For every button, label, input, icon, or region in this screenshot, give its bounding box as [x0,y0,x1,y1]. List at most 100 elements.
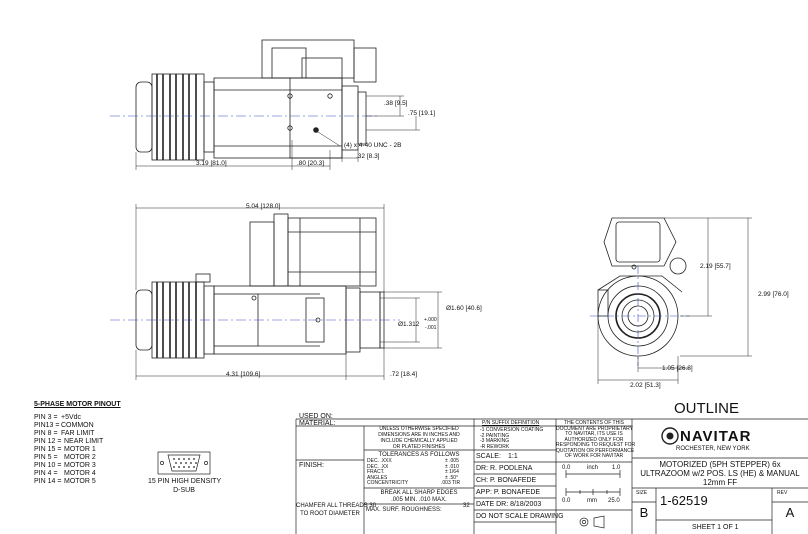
pin-signal: NEAR LIMIT [64,438,104,445]
prop-line: OF WORK FOR NAVITAR [564,453,624,459]
navitar-logo-mark [661,427,679,445]
dim-319: 3.19 [81.0] [196,160,227,167]
pin-label: PIN 3 = [34,414,58,421]
top-view [135,39,377,161]
prop-line: RESPONDING TO REQUEST FOR [556,442,636,448]
tol-value: ± .010 [445,463,459,470]
unless-line: INCLUDE CHEMICALLY APPLIED [380,438,458,444]
tol-key: FRACT. [367,469,385,475]
suffix-line: -1 CONVERSION COATING [480,427,544,433]
prop-line: AUTHORIZED ONLY FOR [564,436,624,443]
drawn-by: DR: R. PODLENA [476,465,533,472]
dim-075: .75 [19.1] [408,110,436,117]
suffix-line: -2 PAINTING [480,432,510,439]
dim-160: Ø1.60 [40.6] [446,305,482,312]
dim-038: .38 [9.5] [384,100,408,107]
chamfer-note-2: TO ROOT DIAMETER [300,511,360,517]
finish-label: FINISH: [299,462,324,469]
side-dim-lines [135,204,442,380]
drawing-number: 1-62519 [660,493,708,508]
sheet-number: SHEET 1 OF 1 [692,524,739,531]
description-line: ULTRAZOOM w/2 POS. LS (HE) & MANUAL [640,469,800,478]
ruler-inch-label: inch [587,465,599,471]
suffix-line: -3 MARKING [480,438,510,444]
unless-line: OR PLATED FINISHES [392,444,446,450]
size-value: B [639,505,649,520]
pin-signal: FAR LIMIT [61,430,95,437]
description-line: 12mm FF [702,478,738,487]
pin-signal: MOTOR 1 [64,446,96,453]
rev-label: REV [777,490,788,496]
date-drawn: DATE DR: 8/18/2003 [476,501,542,508]
pin-signal: +5Vdc [61,414,82,421]
pin-label: PIN 8 = [34,430,58,437]
dim-072: .72 [18.4] [390,371,418,378]
pin-label: PIN 4 = [34,470,58,477]
dim-1312: Ø1.312 [398,321,420,328]
tol-key: ANGLES [367,474,388,481]
connector-label-2: D-SUB [173,487,195,494]
dim-299: 2.99 [76.0] [758,291,789,298]
tol-value: .003 TIR [441,480,461,486]
pin-label: PIN 12 = [34,438,62,445]
prop-line: QUOTATION OR PERFORMANCE [556,447,635,454]
pin-signal: MOTOR 2 [64,454,96,461]
pin-label: PIN 5 = [34,454,58,461]
pin-signal: MOTOR 5 [64,478,96,485]
prop-line: TO NAVITAR, ITS USE IS [565,431,623,437]
description-line: MOTORIZED (5PH STEPPER) 6x [659,460,781,469]
tol-value: ± 1/64 [445,469,459,475]
suffix-line: -R REWORK [480,443,510,450]
tol-value: ± .005 [445,458,459,464]
ruler-mm-start: 0.0 [562,498,571,504]
prop-line: DOCUMENT ARE PROPRIETARY [556,425,633,432]
dim-219: 2.19 [55.7] [700,263,731,270]
pin-signal: MOTOR 4 [64,470,96,477]
pin-label: PIN 15 = [34,446,62,453]
dim-080: .80 [20.3] [297,160,325,167]
surf-roughness: MAX. SURF. ROUGHNESS: [366,507,442,513]
suffix-title: P/N SUFFIX DEFINITION [482,420,540,426]
break-edges-1: BREAK ALL SHARP EDGES [380,490,458,496]
tol-plus: +.000 [424,317,437,323]
dim-431: 4.31 [109.6] [226,371,261,378]
pin-label: PIN 10 = [34,462,62,469]
tol-minus: -.001 [425,325,437,331]
scale-label: SCALE: [476,453,501,460]
navitar-logo: NAVITAR [680,428,752,445]
surf-roughness-value: 32 [463,503,470,509]
pin-label: PIN13 = [34,422,60,429]
pin-signal: MOTOR 3 [64,462,96,469]
break-edges-2: .005 MIN. .010 MAX. [391,497,447,503]
pin-signal: COMMON [61,422,94,429]
pin-label: PIN 14 = [34,478,62,485]
tol-key: DEC. .XX [367,463,389,470]
unless-line: DIMENSIONS ARE IN INCHES AND [378,432,460,438]
unless-line: UNLESS OTHERWISE SPECIFIED [379,426,459,432]
tol-value: ± .50° [445,474,459,481]
size-label: SIZE [636,490,648,496]
ruler-inch-start: 0.0 [562,465,571,471]
ruler-mm-end: 25.0 [608,498,620,504]
dim-105: 1.05 [26.8] [662,365,693,372]
dsub-connector [157,451,211,475]
dim-032: .32 [8.3] [356,153,380,160]
chamfer-note-1: CHAMFER ALL THREADS 30 [296,503,377,509]
title-block-frame [295,418,808,534]
ruler-mm-label: mm [587,498,597,504]
checked-by: CH: P. BONAFEDE [476,477,537,484]
side-view [135,213,385,359]
used-on-label: USED ON: [299,413,333,420]
do-not-scale: DO NOT SCALE DRAWING [476,513,564,520]
approved-by: APP: P. BONAFEDE [476,489,541,496]
connector-label-1: 15 PIN HIGH DENSITY [148,478,222,485]
material-label: MATERIAL: [299,420,336,427]
top-dim-lines [135,95,420,170]
end-view [597,217,687,357]
dim-202: 2.02 [51.3] [630,382,661,389]
tol-key: CONCENTRICITY [367,480,409,486]
thread-callout: (4) x 4-40 UNC - 2B [344,142,402,149]
dim-504: 5.04 [128.0] [246,203,281,210]
company-location: ROCHESTER, NEW YORK [676,446,750,452]
rev-value: A [785,505,795,520]
